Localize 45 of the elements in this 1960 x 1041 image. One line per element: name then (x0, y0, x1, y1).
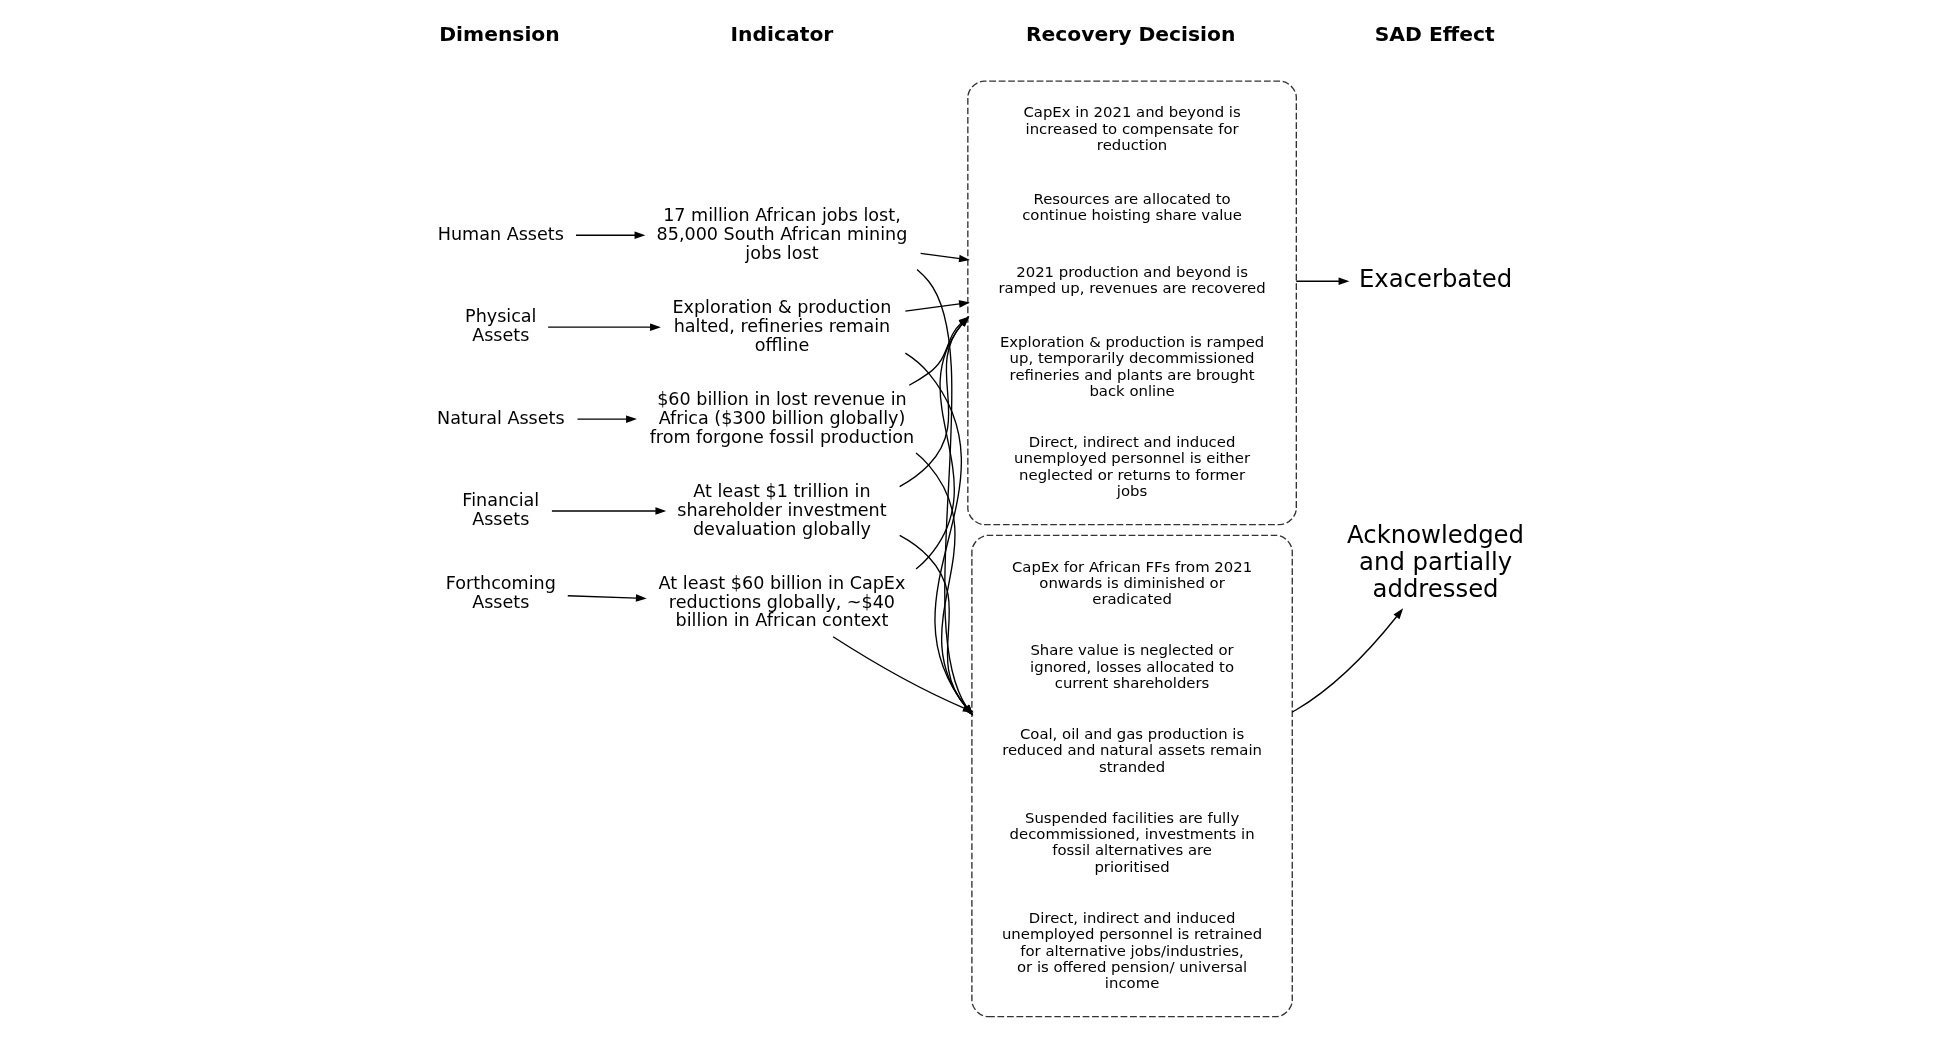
arrow (915, 316, 970, 570)
node-text: Direct, indirect and induced unemployed personnel is retrained for alternative jobs/industries, or is offered pension/ universal income (1001, 909, 1263, 992)
node-text: At least $1 trillion in shareholder investment devaluation globally (677, 480, 887, 539)
node-text: $60 billion in lost revenue in Africa ($300 billion globally) from forgone fossil production (649, 388, 915, 447)
node-text: 17 million African jobs lost, 85,000 South African mining jobs lost (656, 204, 908, 263)
arrow (567, 594, 647, 602)
node-text: Acknowledged and partially addressed (1347, 519, 1525, 603)
node-text: Direct, indirect and induced unemployed personnel is either neglected or returns to former jobs (1014, 433, 1251, 500)
node-text: Exacerbated (1358, 264, 1513, 294)
node-text: CapEx for African FFs from 2021 onwards is diminished or eradicated (1011, 557, 1253, 609)
node-text: Forthcoming Assets (445, 572, 556, 612)
arrow (908, 316, 970, 386)
cluster (967, 80, 1297, 526)
arrow (1291, 608, 1404, 713)
arrow (547, 323, 661, 331)
node-text: 2021 production and beyond is ramped up, revenues are recovered (998, 262, 1266, 298)
node-text: At least $60 billion in CapEx reductions globally, ~$40 billion in African context (658, 572, 906, 631)
arrow (904, 352, 974, 716)
node-text: Suspended facilities are fully decommissioned, investments in fossil alternatives are prioritised (1009, 809, 1255, 876)
node-text: Physical Assets (465, 306, 537, 346)
label: Recovery Decision (1025, 22, 1236, 47)
arrow (551, 507, 667, 515)
label: Dimension (439, 22, 560, 47)
node-text: Human Assets (437, 223, 564, 244)
arrow (575, 231, 646, 240)
label: Indicator (730, 22, 834, 47)
arrow (898, 316, 970, 488)
cluster (971, 534, 1293, 1018)
node-text: Resources are allocated to continue hoisting share value (1022, 189, 1242, 225)
arrow (832, 636, 974, 713)
node-text: Natural Assets (437, 407, 565, 428)
node-text: Financial Assets (462, 490, 540, 530)
arrow (576, 415, 637, 423)
node-text: Exploration & production halted, refineries remain offline (672, 296, 892, 355)
arrow (899, 534, 974, 716)
node-text: CapEx in 2021 and beyond is increased to compensate for reduction (1023, 103, 1241, 154)
arrow (904, 300, 970, 312)
arrow (915, 452, 974, 716)
node-text: Share value is neglected or ignored, losses allocated to current shareholders (1030, 641, 1235, 692)
node-text: Coal, oil and gas production is reduced and natural assets remain stranded (1002, 725, 1262, 776)
arrow (919, 252, 970, 263)
label: SAD Effect (1374, 22, 1495, 47)
node-text: Exploration & production is ramped up, temporarily decommissioned refineries and plants are brought back online (999, 333, 1265, 400)
arrow (916, 268, 974, 716)
arrow (1295, 277, 1350, 286)
